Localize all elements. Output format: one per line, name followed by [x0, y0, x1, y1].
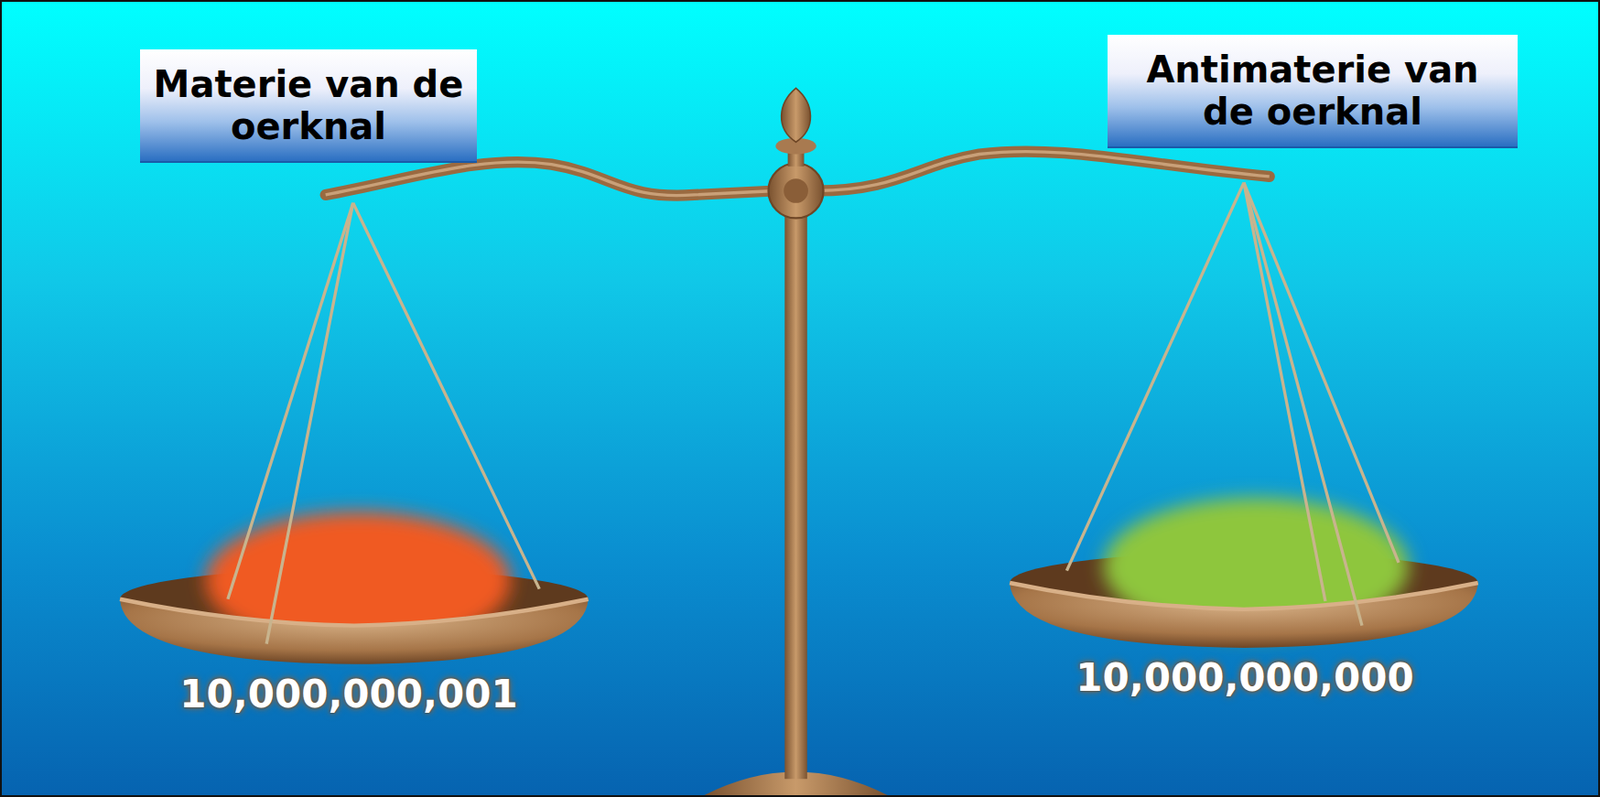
label-box: Materie van de oerknal: [140, 49, 477, 163]
label-text: Antimaterie van de oerknal: [1120, 48, 1505, 133]
label-text: Materie van de oerknal: [152, 63, 465, 148]
count-number: 10,000,000,001: [179, 671, 518, 717]
label-box: Antimaterie van de oerknal: [1107, 34, 1518, 149]
count-number: 10,000,000,000: [1075, 655, 1414, 701]
